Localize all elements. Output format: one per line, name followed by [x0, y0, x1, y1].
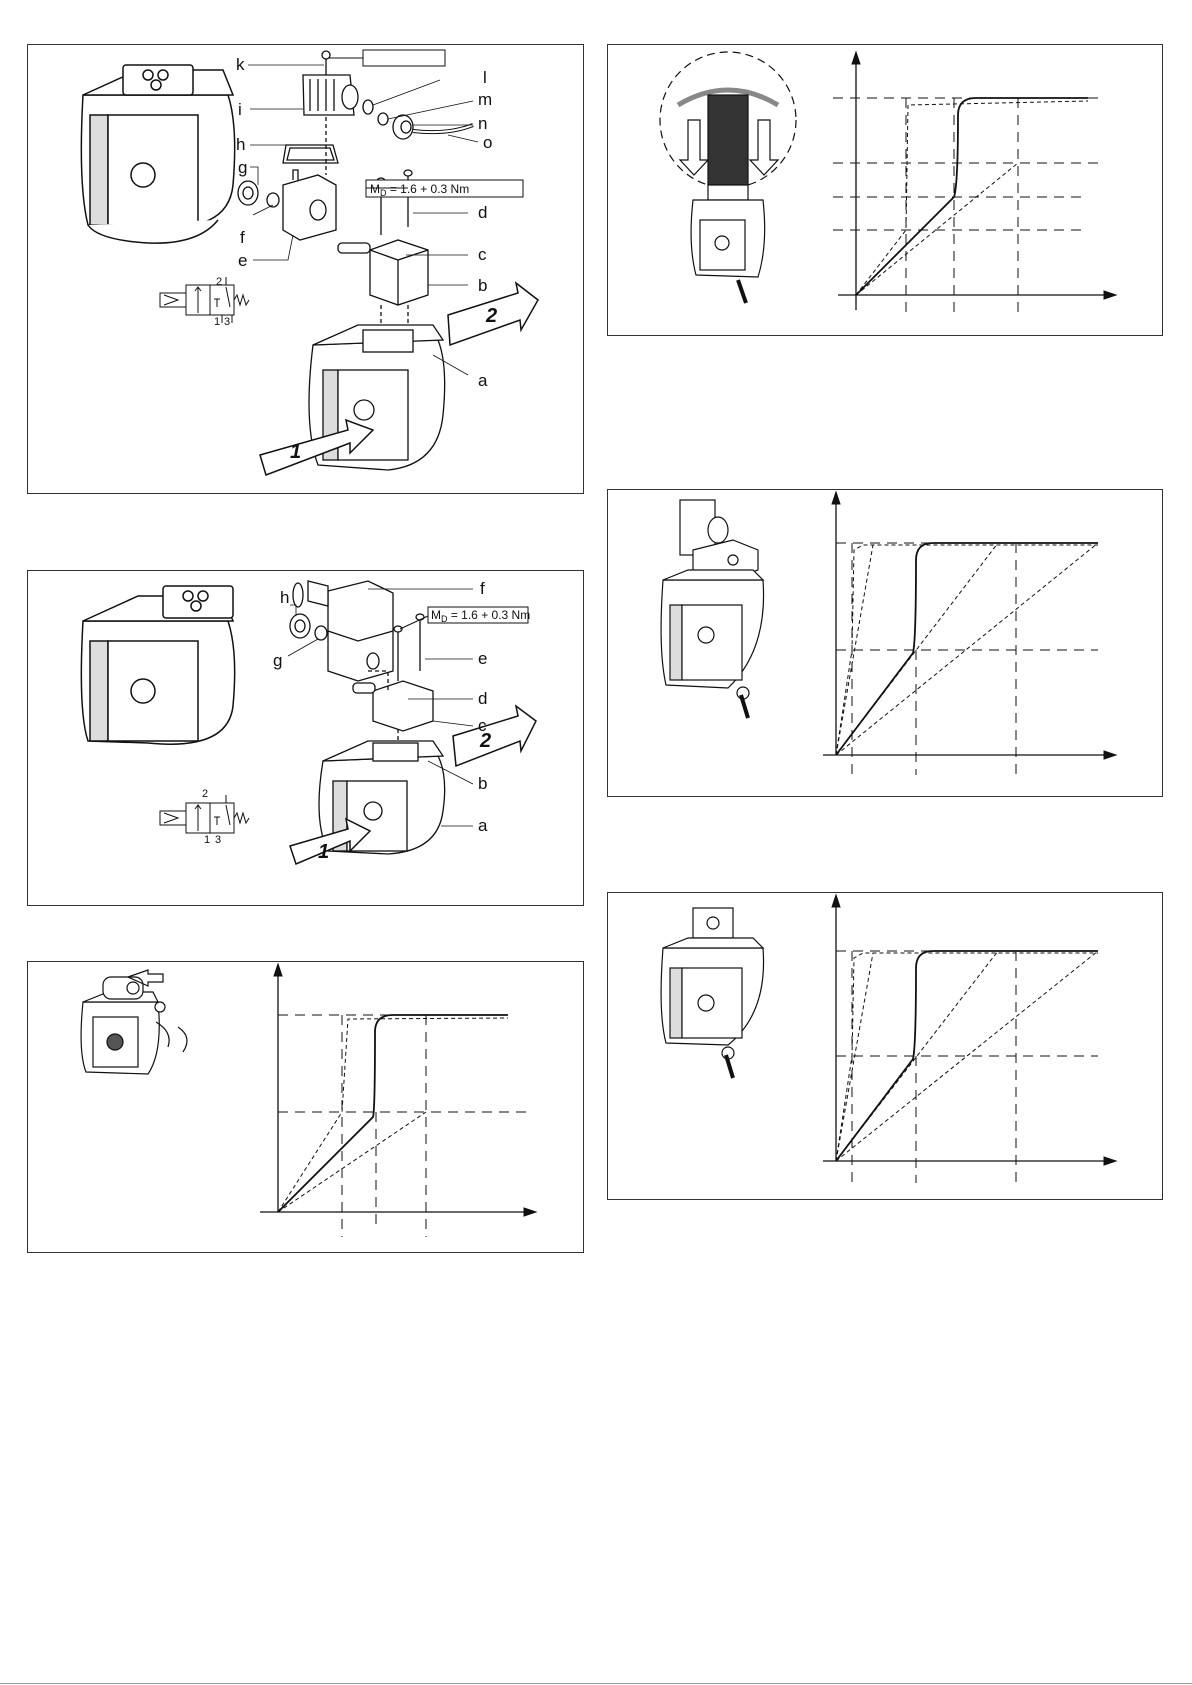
label-c-2: c [478, 716, 487, 735]
symbol-port-3b: 3 [215, 834, 221, 846]
label-o: o [483, 133, 492, 152]
label-f-2: f [480, 579, 485, 598]
label-d-2: d [478, 689, 487, 708]
symbol-port-2: 2 [216, 276, 222, 288]
label-d: d [478, 203, 487, 222]
valve-with-adapter-illustration [661, 908, 763, 1078]
panel-exploded-view-2: 2 1 3 1 2 MD = 1.6 + 0.3 Nm [27, 570, 584, 906]
outlet-arrow-2 [453, 706, 536, 766]
label-k: k [236, 55, 245, 74]
label-e: e [238, 251, 247, 270]
label-f: f [240, 228, 245, 247]
label-l: l [483, 68, 487, 87]
label-b: b [478, 276, 487, 295]
label-n: n [478, 114, 487, 133]
valve-symbol [160, 277, 249, 323]
port-1-label: 1 [290, 441, 301, 463]
port-2-label: 2 [485, 305, 497, 327]
adjustment-diagram-3 [608, 490, 1164, 798]
label-a-2: a [478, 816, 488, 835]
curve-plot-4 [823, 895, 1116, 1183]
panel-adjustment-curve-2 [607, 44, 1163, 336]
exploded-diagram-2: 2 1 3 1 2 MD = 1.6 + 0.3 Nm [28, 571, 585, 907]
label-e-2: e [478, 649, 487, 668]
page-bottom-rule [0, 1683, 1192, 1684]
curve-plot-1 [260, 964, 536, 1237]
valve-symbol-2 [160, 795, 249, 833]
panel-adjustment-curve-4 [607, 892, 1163, 1200]
exploded-parts-2 [290, 581, 445, 854]
symbol-port-1b: 1 [204, 834, 210, 846]
valve-with-connector-illustration [661, 500, 763, 718]
label-m: m [478, 90, 492, 109]
panel-exploded-view-1: 2 1 3 [27, 44, 584, 494]
label-b-2: b [478, 774, 487, 793]
label-h: h [236, 135, 245, 154]
empty-label-box [363, 50, 445, 66]
adjustment-diagram-1 [28, 962, 585, 1254]
adjustment-diagram-4 [608, 893, 1164, 1201]
panel-adjustment-curve-1 [27, 961, 584, 1253]
label-h-2: h [280, 588, 289, 607]
curve-plot-2 [833, 52, 1116, 315]
exploded-diagram-1: 2 1 3 [28, 45, 585, 495]
label-g-2: g [273, 651, 282, 670]
symbol-port-1: 1 [214, 316, 220, 328]
regulator-with-knob-illustration [660, 52, 796, 303]
valve-housing-illustration-2 [81, 586, 234, 744]
symbol-port-3: 3 [224, 316, 230, 328]
curve-plot-3 [823, 492, 1116, 775]
label-i: i [238, 100, 242, 119]
symbol-port-2b: 2 [202, 788, 208, 800]
unit-with-knob-illustration [81, 970, 187, 1074]
adjustment-diagram-2 [608, 45, 1164, 337]
label-c: c [478, 245, 487, 264]
panel-adjustment-curve-3 [607, 489, 1163, 797]
label-g: g [238, 158, 247, 177]
label-a: a [478, 371, 488, 390]
valve-housing-illustration [81, 65, 234, 243]
exploded-parts [238, 51, 473, 470]
port-1-label-2: 1 [318, 841, 329, 863]
